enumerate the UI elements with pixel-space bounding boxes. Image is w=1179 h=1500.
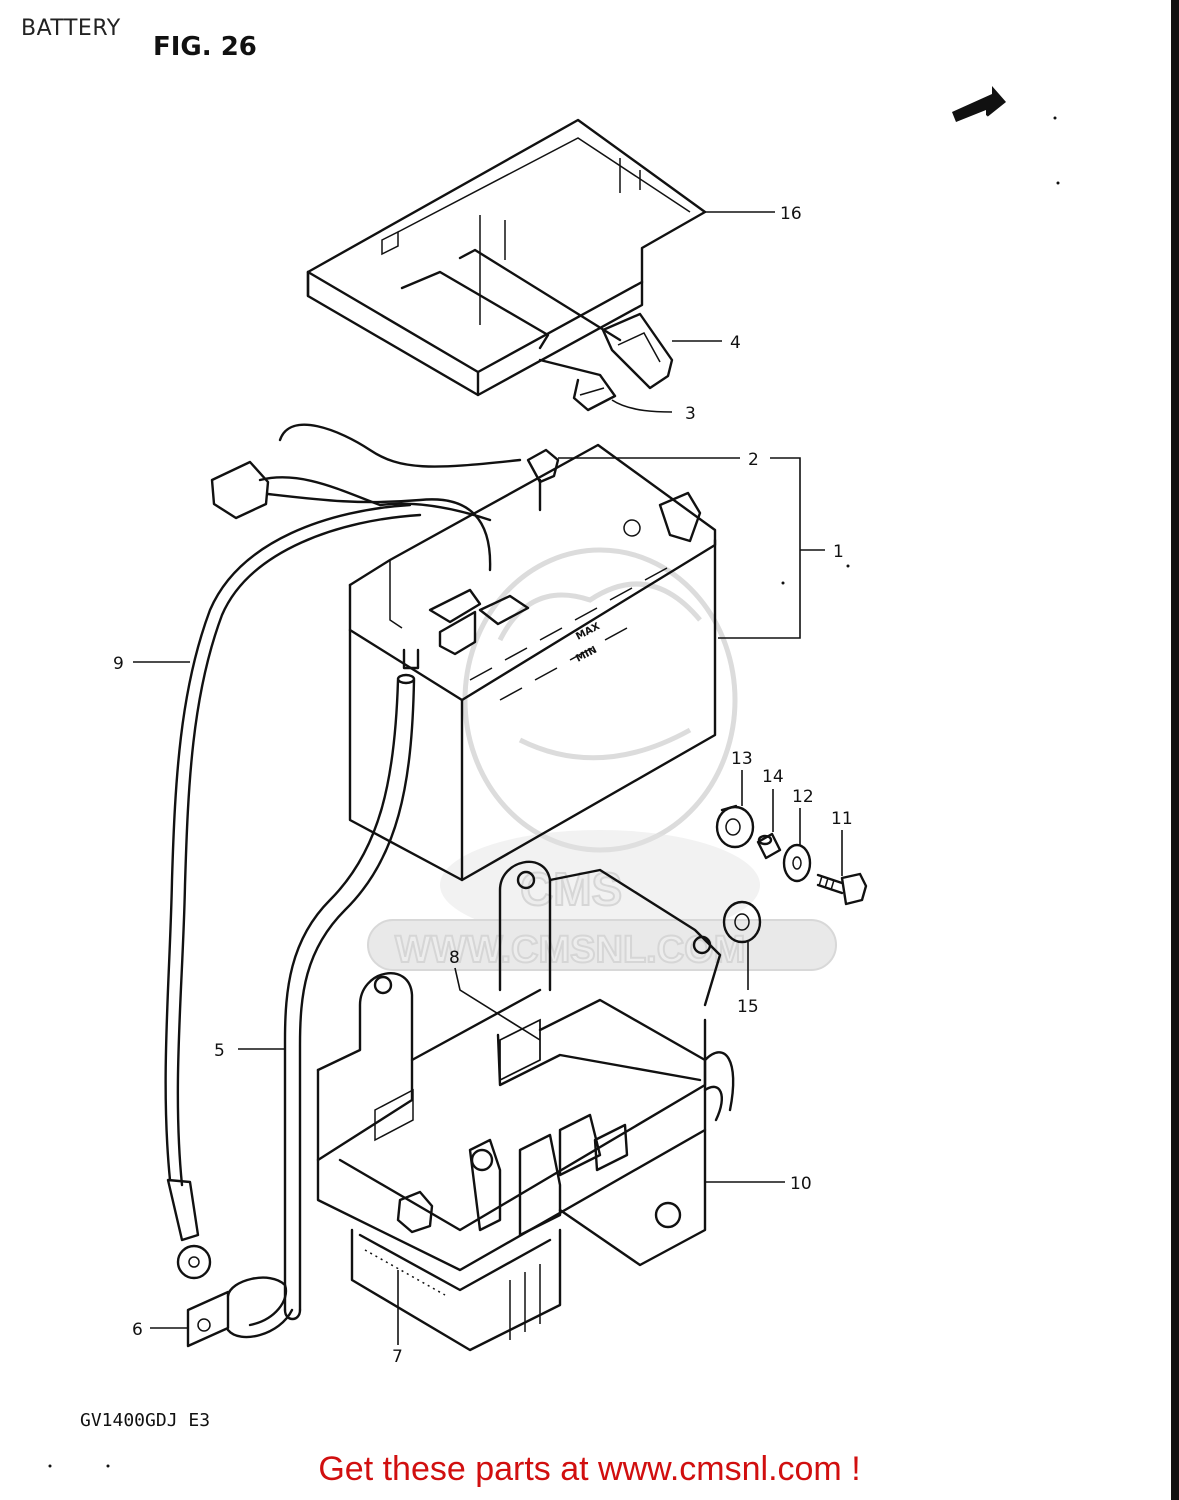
callout-5: 5 [214,1041,225,1061]
page-title: BATTERY [21,16,121,41]
callout-10: 10 [790,1174,812,1194]
part-washer-12 [782,843,812,883]
part-clamp [186,1276,294,1348]
callout-13: 13 [731,749,753,769]
parts-shop-link[interactable]: Get these parts at www.cmsnl.com ! [318,1450,861,1488]
part-battery-cover [306,118,707,397]
model-code: GV1400GDJ E3 [80,1410,211,1431]
callout-16: 16 [780,204,802,224]
part-bolt-11 [816,872,868,906]
callout-14: 14 [762,767,784,787]
part-battery: MAX MIN [210,423,717,882]
part-tray-pad [499,1018,541,1082]
part-ground-cable [164,503,422,1280]
leader-lines [133,211,843,1345]
callout-4: 4 [730,333,741,353]
max-level-label: MAX [574,621,602,643]
callout-12: 12 [792,787,814,807]
min-level-label: MIN [574,645,599,665]
callout-2: 2 [748,450,759,470]
watermark-brand: CMS [520,863,622,915]
callout-11: 11 [831,809,853,829]
part-tray-cushion [350,1128,707,1352]
callout-9: 9 [113,654,124,674]
part-grommet-13 [715,804,755,849]
page-edge-border [1171,0,1179,1500]
part-strap-buckle [601,312,674,390]
part-battery-holder [316,860,735,1272]
part-strap-hook [538,358,617,412]
part-breather-tube [283,673,416,1321]
part-grommet-15 [722,900,762,944]
figure-label: FIG. 26 [153,32,257,62]
watermark-url: WWW.CMSNL.COM [395,929,745,971]
callout-3: 3 [685,404,696,424]
callout-15: 15 [737,997,759,1017]
callout-6: 6 [132,1320,143,1340]
callout-8: 8 [449,948,460,968]
callout-7: 7 [392,1347,403,1367]
watermark: CMS WWW.CMSNL.COM [367,547,837,972]
part-spacer-14 [756,832,782,860]
forward-arrow-icon: FWD [952,86,1006,134]
callout-labels: 1 2 3 4 5 6 7 8 9 10 11 12 13 14 15 16 [113,204,853,1367]
callout-1: 1 [833,542,844,562]
